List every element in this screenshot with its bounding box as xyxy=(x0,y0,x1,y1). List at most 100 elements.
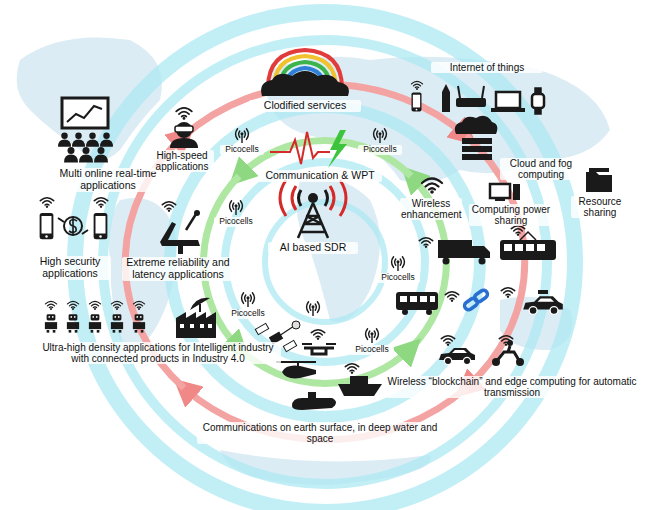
vehicles-icon xyxy=(511,226,524,236)
vehicles-icon xyxy=(420,296,427,302)
picocell-label: Picocells xyxy=(220,145,264,155)
secure-phones-icon xyxy=(40,198,53,208)
vehicles-icon xyxy=(472,246,490,258)
iot-devices-icon xyxy=(456,98,486,107)
vr-user-icon xyxy=(170,138,198,148)
folder-icon xyxy=(589,168,609,172)
monitor-audience-icon xyxy=(62,98,108,128)
picocell-label: Picocells xyxy=(214,217,258,227)
vehicles-icon xyxy=(441,336,454,346)
vehicles-icon xyxy=(479,258,486,265)
space-sea-icons xyxy=(311,330,324,340)
industry-robots-icon xyxy=(111,314,123,332)
secure-phones-icon xyxy=(94,213,108,239)
secure-phones-icon xyxy=(58,218,88,234)
monitor-audience-icon xyxy=(58,133,71,147)
monitor-audience-icon xyxy=(58,98,113,162)
label: High security applications xyxy=(29,256,111,280)
industry-robots-icon xyxy=(67,301,78,310)
cyan-rings xyxy=(265,202,385,322)
vehicles-icon xyxy=(537,244,545,251)
space-sea-icons xyxy=(308,392,316,399)
iot-devices-icon xyxy=(412,92,422,111)
sdr-tower xyxy=(330,186,334,210)
cyan-rings xyxy=(75,12,575,510)
vehicles-icon xyxy=(473,289,489,304)
factory-dish-icon xyxy=(190,324,194,328)
monitor-audience-icon xyxy=(94,147,108,162)
industry-robots-icon xyxy=(45,301,56,310)
iot-devices-icon xyxy=(411,81,422,90)
vehicles-icon xyxy=(430,296,435,302)
vehicles-icon xyxy=(504,244,512,251)
iot-devices-icon xyxy=(442,84,450,112)
factory-dish-icon xyxy=(180,324,184,328)
vehicles-icon xyxy=(507,340,513,346)
label: Ultra-high density applications for Inte… xyxy=(35,342,281,364)
vehicles-icon xyxy=(396,292,438,310)
label: Communications on earth surface, in deep… xyxy=(197,422,443,444)
secure-phones-icon xyxy=(64,217,82,235)
space-sea-icons xyxy=(302,343,336,345)
label: Communication & WPT xyxy=(258,170,382,182)
cyan-rings xyxy=(75,12,575,510)
factory-dish-icon xyxy=(199,304,201,312)
industry-robots-icon xyxy=(89,301,100,310)
picocell-icons xyxy=(236,129,249,143)
space-sea-icons xyxy=(255,323,268,334)
vr-user-icon xyxy=(175,126,193,132)
industry-robots-icon xyxy=(45,301,145,332)
space-sea-icons xyxy=(255,321,382,410)
industry-robots-icon xyxy=(133,314,145,332)
wifi-icon xyxy=(422,179,442,194)
cyan-rings xyxy=(103,40,547,484)
space-sea-icons xyxy=(345,364,358,374)
iot-devices-icon xyxy=(458,86,484,98)
label: Cloud and fog computing xyxy=(500,158,582,180)
picocell-label: Picocells xyxy=(350,345,394,355)
label: High-speed applications xyxy=(150,150,214,172)
dental-chair-icon xyxy=(160,202,200,254)
picocell-label: Picocells xyxy=(226,309,270,319)
dental-chair-icon xyxy=(194,210,200,216)
cloud-server-icon xyxy=(455,116,497,160)
computer-icon xyxy=(490,184,520,201)
factory-dish-icon xyxy=(208,324,212,328)
vehicles-icon xyxy=(410,296,417,302)
label: Wireless “blockchain” and edge computing… xyxy=(386,376,638,398)
sdr-tower xyxy=(280,180,346,238)
label: Resource sharing xyxy=(571,196,629,218)
dental-chair-icon xyxy=(186,214,196,230)
industry-robots-icon xyxy=(89,314,101,332)
picocell-icons xyxy=(242,293,255,307)
lightning-bolt xyxy=(328,130,347,168)
dental-chair-icon xyxy=(160,222,200,246)
factory-dish-icon xyxy=(176,298,216,338)
factory-dish-icon xyxy=(180,324,212,328)
space-sea-icons xyxy=(338,384,382,396)
vehicles-icon xyxy=(402,309,408,315)
monitor-audience-icon xyxy=(72,133,85,147)
industry-robots-icon xyxy=(45,314,57,332)
factory-dish-icon xyxy=(200,324,204,328)
dental-chair-icon xyxy=(162,202,175,212)
vehicles-icon xyxy=(463,289,489,312)
sdr-tower xyxy=(298,203,328,238)
space-sea-icons xyxy=(276,362,316,366)
label: Wireless enhancement xyxy=(400,198,462,220)
vehicles-icon xyxy=(426,309,432,315)
vehicles-icon xyxy=(526,244,534,251)
computer-icon xyxy=(495,199,505,201)
vehicles-icon xyxy=(523,296,563,314)
sdr-tower xyxy=(280,180,346,216)
monitor-audience-icon xyxy=(100,133,113,147)
cloud-server-icon xyxy=(455,116,497,134)
cloud-server-icon xyxy=(462,138,492,144)
iot-devices-icon xyxy=(532,94,544,108)
industry-robots-icon xyxy=(111,301,122,310)
sdr-tower xyxy=(299,190,302,206)
vehicles-icon xyxy=(499,336,512,346)
vehicles-icon xyxy=(438,240,472,258)
sdr-tower xyxy=(325,190,328,206)
